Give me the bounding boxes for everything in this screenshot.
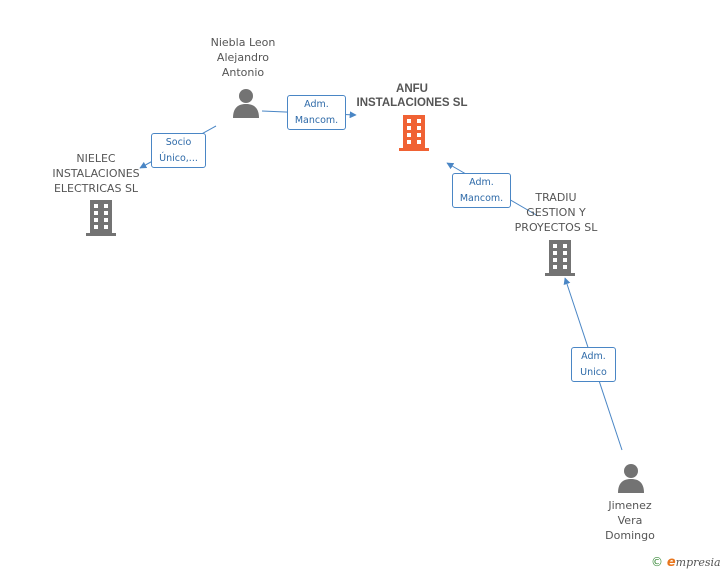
niebla-label[interactable]: Niebla Leon Alejandro Antonio — [210, 36, 276, 79]
relation-label-jimenez-tradiu[interactable]: Adm. Unico — [571, 347, 616, 382]
person-icon[interactable] — [231, 88, 261, 118]
brand-name: mpresia — [675, 556, 721, 569]
building-icon[interactable] — [544, 240, 576, 276]
brand-initial: e — [666, 555, 676, 570]
tradiu-label[interactable]: TRADIU GESTION Y PROYECTOS SL — [514, 191, 598, 234]
jimenez-label[interactable]: Jimenez Vera Domingo — [605, 499, 655, 542]
copyright-icon: © — [651, 555, 663, 569]
nielec-label[interactable]: NIELEC INSTALACIONES ELECTRICAS SL — [52, 152, 140, 195]
relation-label-niebla-nielec[interactable]: Socio Único,... — [151, 133, 206, 168]
building-icon[interactable] — [398, 115, 430, 151]
relation-label-niebla-anfu[interactable]: Adm. Mancom. — [287, 95, 346, 130]
anfu-label[interactable]: ANFU INSTALACIONES SL — [356, 83, 468, 109]
relation-label-tradiu-anfu[interactable]: Adm. Mancom. — [452, 173, 511, 208]
building-icon[interactable] — [85, 200, 117, 236]
footer-brand: © empresia — [651, 555, 721, 570]
person-icon[interactable] — [616, 463, 646, 493]
